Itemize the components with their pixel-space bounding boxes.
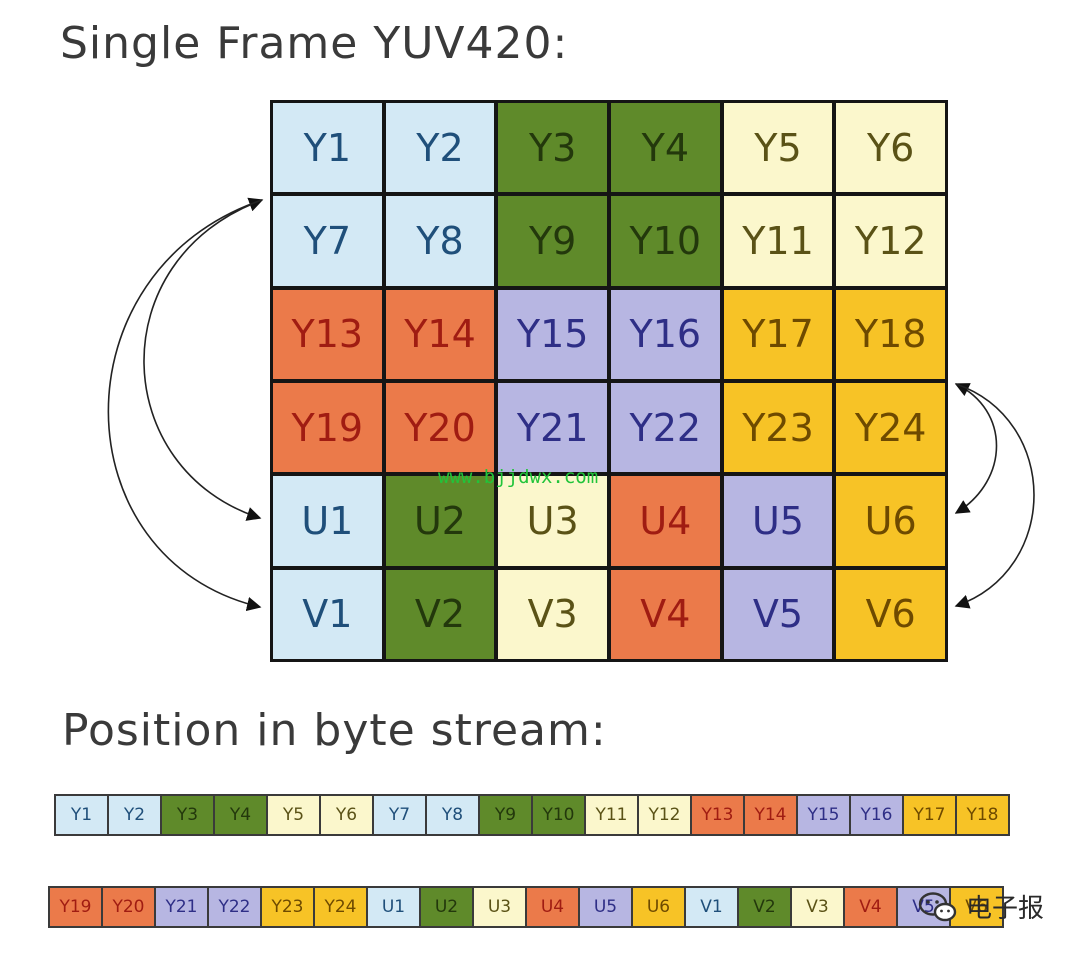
grid-cell-y15: Y15 <box>498 289 607 379</box>
stream-cell-y3: Y3 <box>162 796 213 834</box>
stream-cell-u1: U1 <box>368 888 419 926</box>
stream-cell-u6: U6 <box>633 888 684 926</box>
wechat-icon <box>918 891 957 921</box>
grid-cell-y24: Y24 <box>836 383 945 473</box>
grid-cell-v2: V2 <box>385 569 495 659</box>
stream-cell-v6: V6 <box>951 888 1002 926</box>
arrow-y-block-to-v6 <box>954 383 1035 609</box>
grid-cell-v5: V5 <box>723 569 833 659</box>
arrow-y-block-to-u1 <box>143 197 264 521</box>
grid-cell-y14: Y14 <box>385 289 495 379</box>
grid-cell-y9: Y9 <box>498 196 607 286</box>
grid-cell-y5: Y5 <box>723 103 833 193</box>
grid-cell-y18: Y18 <box>836 289 945 379</box>
stream-cell-y24: Y24 <box>315 888 366 926</box>
grid-cell-u2: U2 <box>385 476 495 566</box>
grid-cell-y6: Y6 <box>836 103 945 193</box>
grid-cell-y8: Y8 <box>385 196 495 286</box>
grid-cell-y22: Y22 <box>610 383 720 473</box>
grid-cell-v4: V4 <box>610 569 720 659</box>
stream-cell-u3: U3 <box>474 888 525 926</box>
stream-cell-v3: V3 <box>792 888 843 926</box>
grid-cell-y1: Y1 <box>273 103 382 193</box>
grid-cell-v6: V6 <box>836 569 945 659</box>
stream-cell-y17: Y17 <box>904 796 955 834</box>
stream-cell-y18: Y18 <box>957 796 1008 834</box>
stream-cell-y15: Y15 <box>798 796 849 834</box>
stream-cell-y21: Y21 <box>156 888 207 926</box>
grid-cell-y10: Y10 <box>610 196 720 286</box>
grid-cell-y23: Y23 <box>723 383 833 473</box>
stream-cell-y6: Y6 <box>321 796 372 834</box>
stream-cell-y10: Y10 <box>533 796 584 834</box>
stream-cell-y2: Y2 <box>109 796 160 834</box>
arrow-y-block-to-u6 <box>954 383 998 514</box>
diagram-title: Single Frame YUV420: <box>60 18 569 69</box>
stream-cell-y19: Y19 <box>50 888 101 926</box>
stream-cell-u5: U5 <box>580 888 631 926</box>
grid-cell-y16: Y16 <box>610 289 720 379</box>
stream-cell-y16: Y16 <box>851 796 902 834</box>
grid-cell-u1: U1 <box>273 476 382 566</box>
stream-cell-y14: Y14 <box>745 796 796 834</box>
grid-cell-y4: Y4 <box>610 103 720 193</box>
grid-cell-y7: Y7 <box>273 196 382 286</box>
stream-cell-y5: Y5 <box>268 796 319 834</box>
stream-cell-u4: U4 <box>527 888 578 926</box>
stream-cell-y12: Y12 <box>639 796 690 834</box>
stream-cell-v1: V1 <box>686 888 737 926</box>
grid-cell-y13: Y13 <box>273 289 382 379</box>
arrow-y-block-to-v1 <box>107 199 263 612</box>
grid-cell-u6: U6 <box>836 476 945 566</box>
grid-cell-y12: Y12 <box>836 196 945 286</box>
byte-stream-title: Position in byte stream: <box>62 705 607 756</box>
grid-cell-y3: Y3 <box>498 103 607 193</box>
grid-cell-y2: Y2 <box>385 103 495 193</box>
stream-cell-y4: Y4 <box>215 796 266 834</box>
stream-cell-v2: V2 <box>739 888 790 926</box>
grid-cell-v3: V3 <box>498 569 607 659</box>
stream-cell-y22: Y22 <box>209 888 260 926</box>
grid-cell-u3: U3 <box>498 476 607 566</box>
grid-cell-y17: Y17 <box>723 289 833 379</box>
stream-cell-y23: Y23 <box>262 888 313 926</box>
grid-cell-v1: V1 <box>273 569 382 659</box>
grid-cell-y11: Y11 <box>723 196 833 286</box>
grid-cell-u5: U5 <box>723 476 833 566</box>
grid-cell-y19: Y19 <box>273 383 382 473</box>
stream-cell-y7: Y7 <box>374 796 425 834</box>
logo-text: 电子报 <box>966 894 1045 924</box>
stream-cell-v4: V4 <box>845 888 896 926</box>
stream-cell-y11: Y11 <box>586 796 637 834</box>
stream-cell-y20: Y20 <box>103 888 154 926</box>
stream-cell-y9: Y9 <box>480 796 531 834</box>
stream-cell-u2: U2 <box>421 888 472 926</box>
grid-cell-u4: U4 <box>610 476 720 566</box>
stream-cell-y1: Y1 <box>56 796 107 834</box>
stream-cell-y13: Y13 <box>692 796 743 834</box>
grid-cell-y20: Y20 <box>385 383 495 473</box>
grid-cell-y21: Y21 <box>498 383 607 473</box>
wechat-logo: 电子报 <box>918 888 1044 925</box>
stream-cell-y8: Y8 <box>427 796 478 834</box>
watermark: www.bjjdwx.com <box>438 466 599 488</box>
